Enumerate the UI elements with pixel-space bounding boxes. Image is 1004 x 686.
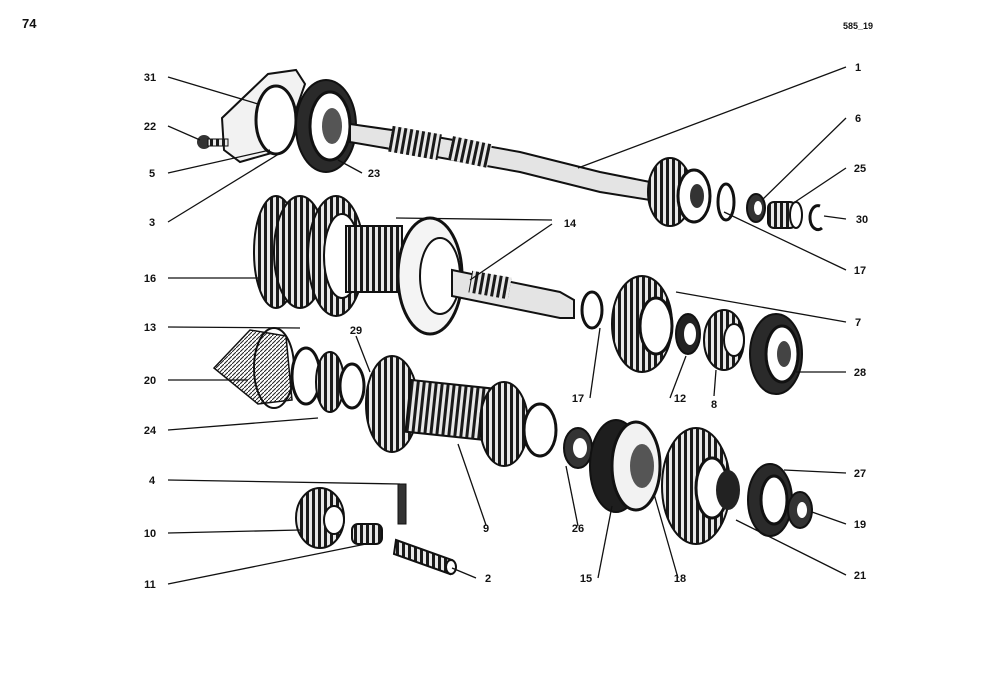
bevel-pinion-13 xyxy=(212,329,293,405)
label-part-19: 19 xyxy=(854,519,866,531)
label-part-21: 21 xyxy=(854,570,866,582)
label-part-13: 13 xyxy=(144,322,156,334)
label-part-22: 22 xyxy=(144,121,156,133)
figure-reference-code: 585_19 xyxy=(843,21,874,31)
label-part-6: 6 xyxy=(855,113,861,125)
bushing-11 xyxy=(351,523,383,545)
label-part-17-mid: 17 xyxy=(572,393,584,405)
label-part-4: 4 xyxy=(149,475,156,487)
main-shaft-assembly xyxy=(197,68,823,232)
label-part-18: 18 xyxy=(674,573,686,585)
label-part-30: 30 xyxy=(856,214,868,226)
page-number: 74 xyxy=(22,16,37,31)
label-part-14: 14 xyxy=(564,218,577,230)
seal-ring xyxy=(254,84,298,156)
part-labels: 1 2 3 4 5 6 7 8 9 10 11 12 13 14 15 16 1… xyxy=(144,62,868,591)
label-part-17-top: 17 xyxy=(854,265,866,277)
snap-ring-17-mid xyxy=(580,290,604,330)
label-part-8: 8 xyxy=(711,399,717,411)
label-part-29: 29 xyxy=(350,325,362,337)
spacer-29 xyxy=(338,362,366,410)
label-part-1: 1 xyxy=(855,62,861,74)
circlip-30 xyxy=(808,204,823,232)
label-part-10: 10 xyxy=(144,528,156,540)
bolt-22 xyxy=(197,135,229,149)
label-part-25: 25 xyxy=(854,163,866,175)
cluster-gear-assembly xyxy=(253,195,803,395)
label-part-26: 26 xyxy=(572,523,584,535)
label-part-2: 2 xyxy=(485,573,491,585)
snap-ring-17-top xyxy=(716,182,736,222)
label-part-9: 9 xyxy=(483,523,489,535)
label-part-16: 16 xyxy=(144,273,156,285)
label-part-5: 5 xyxy=(149,168,155,180)
reverse-idler-assembly xyxy=(295,483,457,576)
leader-lines xyxy=(167,66,847,585)
pin-4 xyxy=(397,483,407,525)
layshaft-9 xyxy=(404,378,492,442)
label-part-3: 3 xyxy=(149,217,155,229)
label-part-27: 27 xyxy=(854,468,866,480)
label-part-23: 23 xyxy=(368,168,380,180)
label-part-15: 15 xyxy=(580,573,592,585)
label-part-20: 20 xyxy=(144,375,156,387)
layshaft-assembly xyxy=(212,327,813,545)
cluster-splines xyxy=(345,225,403,293)
label-part-7: 7 xyxy=(855,317,861,329)
label-part-12: 12 xyxy=(674,393,686,405)
shaft-14 xyxy=(451,268,575,319)
shaft-2 xyxy=(392,538,454,576)
label-part-28: 28 xyxy=(854,367,866,379)
shaft-splines xyxy=(388,125,442,161)
label-part-31: 31 xyxy=(144,72,156,84)
label-part-24: 24 xyxy=(144,425,157,437)
label-part-11: 11 xyxy=(144,579,156,591)
